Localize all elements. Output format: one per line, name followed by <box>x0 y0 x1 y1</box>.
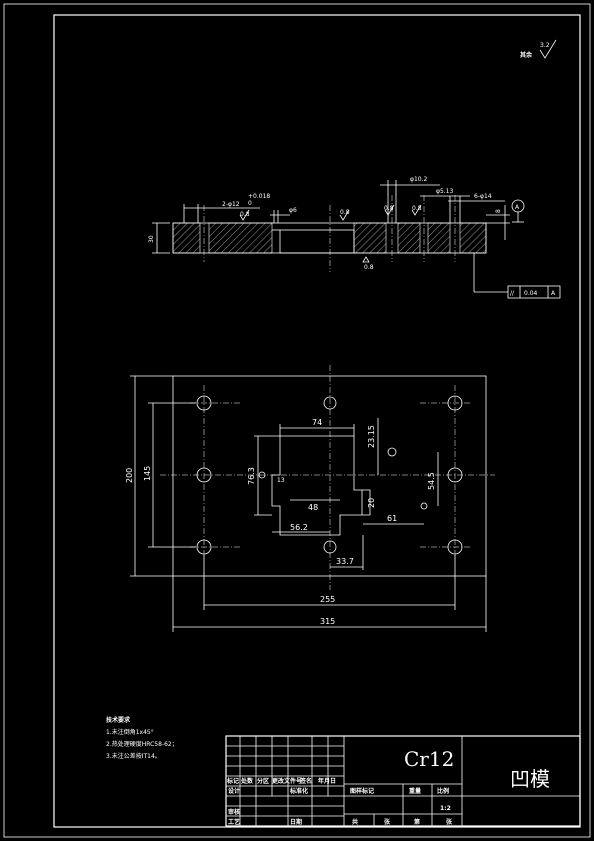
small-hole-2 <box>420 502 428 510</box>
dim-315: 315 <box>320 617 335 626</box>
dim-8: 8 <box>495 209 502 213</box>
datum-label: A <box>515 204 520 211</box>
tb-weight: 重量 <box>409 787 421 795</box>
outer-frame <box>3 3 591 838</box>
tb-total: 共 <box>352 818 358 826</box>
rough-08-a: 0.8 <box>240 211 250 218</box>
dim-phi5-13: φ5.13 <box>436 188 454 195</box>
tol-datum: A <box>551 290 556 297</box>
plate-outline <box>172 375 487 577</box>
dim-74: 74 <box>312 418 322 427</box>
rough-08-c: 0.8 <box>384 205 394 212</box>
cavity-outline <box>271 435 371 536</box>
section-view: 30 2-φ12 +0.018 0 φ6 0.8 0.8 0.8 0.8 0.8… <box>148 176 561 299</box>
note-2: 2.热处理硬度HRC58-62； <box>106 740 178 748</box>
small-hole-3 <box>258 471 266 479</box>
tb-sheet2: 张 <box>446 818 453 826</box>
dim-holes: 2-φ12 <box>222 201 240 208</box>
tb-page: 第 <box>413 818 420 826</box>
dim-76-3: 76.3 <box>247 467 256 485</box>
note-3: 3.未注公差按IT14。 <box>106 752 161 760</box>
dim-holes-tol: +0.018 <box>248 193 270 200</box>
small-hole-1 <box>387 447 397 457</box>
title-block: 标记 处数 分区 更改文件号 签名 年月日 设计 标准化 审核 工艺 日期 Cr… <box>225 735 581 827</box>
roughness-icon <box>539 39 557 59</box>
dim-145: 145 <box>143 466 152 481</box>
hdr-zone: 分区 <box>257 777 269 785</box>
tol-value: 0.04 <box>524 290 538 297</box>
dim-phi10-2: φ10.2 <box>410 176 428 183</box>
plan-view: 200 145 74 23.15 76.3 13 48 20 54.5 61 5 <box>125 365 495 632</box>
tb-sheet1: 张 <box>384 818 391 826</box>
dim-13: 13 <box>277 477 285 484</box>
roughness-note: 其余 3.2 <box>520 39 557 59</box>
tolerance-frame <box>507 285 561 299</box>
dim-holes-tol2: 0 <box>248 200 252 207</box>
tol-symbol: // <box>510 290 515 297</box>
dim-56-2: 56.2 <box>290 523 308 532</box>
dim-255: 255 <box>320 595 335 604</box>
technical-notes: 技术要求 1.未注倒角1x45° 2.热处理硬度HRC58-62； 3.未注公差… <box>106 716 178 760</box>
dim-6-phi14: 6-φ14 <box>474 193 492 200</box>
corner-holes <box>190 385 470 560</box>
roughness-label: 其余 <box>520 51 533 59</box>
hdr-mark: 标记 <box>226 777 239 785</box>
inner-frame <box>53 14 581 828</box>
tb-process: 工艺 <box>228 818 240 826</box>
tb-standardize: 标准化 <box>289 787 308 795</box>
dim-54-5: 54.5 <box>427 472 436 490</box>
tb-scale: 比例 <box>437 787 449 795</box>
rough-08-b: 0.8 <box>340 209 350 216</box>
tb-date: 日期 <box>290 818 302 826</box>
dim-20: 20 <box>367 498 376 508</box>
hdr-date: 年月日 <box>318 777 336 785</box>
notes-title: 技术要求 <box>106 716 131 724</box>
tb-review: 审核 <box>228 808 240 816</box>
hdr-sign: 签名 <box>299 777 312 785</box>
rough-08-d: 0.8 <box>412 205 422 212</box>
tb-design: 设计 <box>228 787 240 795</box>
dim-61: 61 <box>387 514 397 523</box>
rough-08-e: 0.8 <box>364 264 374 271</box>
hdr-count: 处数 <box>240 777 254 785</box>
dim-33-7: 33.7 <box>336 557 354 566</box>
tb-stage-mark: 图样标记 <box>350 787 374 795</box>
dim-23-15: 23.15 <box>367 425 376 448</box>
tb-scale-value: 1:2 <box>440 805 451 812</box>
dim-30: 30 <box>148 235 155 243</box>
roughness-value: 3.2 <box>540 42 550 49</box>
material: Cr12 <box>404 747 454 771</box>
dim-200: 200 <box>125 468 134 483</box>
hdr-change: 更改文件号 <box>272 777 302 785</box>
dim-phi6: φ6 <box>289 207 297 214</box>
part-name: 凹模 <box>510 767 550 791</box>
dim-48: 48 <box>308 503 318 512</box>
note-1: 1.未注倒角1x45° <box>106 728 154 736</box>
